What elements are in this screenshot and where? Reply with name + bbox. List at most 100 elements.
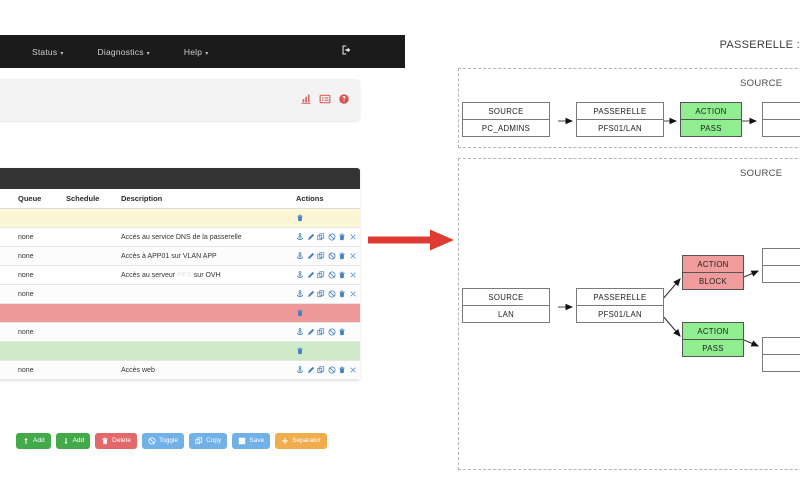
arrow-down-icon[interactable] <box>62 437 70 445</box>
trash-icon[interactable] <box>338 328 346 336</box>
copy-icon[interactable] <box>317 252 325 260</box>
anchor-icon[interactable] <box>296 290 304 298</box>
pencil-icon[interactable] <box>307 252 315 260</box>
trash-icon[interactable] <box>296 214 304 222</box>
toggle-button[interactable]: Toggle <box>141 433 185 449</box>
add-button[interactable]: Add <box>16 433 51 449</box>
nav-item-diagnostics[interactable]: Diagnostics▾ <box>92 47 156 57</box>
delete-separator-icon[interactable] <box>296 214 360 222</box>
delete-separator-icon[interactable] <box>296 309 360 317</box>
anchor-icon[interactable] <box>296 328 304 336</box>
x-icon[interactable] <box>349 271 357 279</box>
table-row[interactable]: none <box>0 284 360 304</box>
x-icon[interactable] <box>349 290 357 298</box>
cell-actions <box>294 360 360 380</box>
separator-row[interactable] <box>0 208 360 228</box>
anchor-icon[interactable] <box>296 271 304 279</box>
trash-icon[interactable] <box>296 347 304 355</box>
ban-icon[interactable] <box>328 328 336 336</box>
trash-icon[interactable] <box>338 290 346 298</box>
cell-gateway <box>0 322 16 342</box>
delete-button[interactable]: Delete <box>95 433 137 449</box>
button-label: Add <box>33 436 45 444</box>
anchor-icon[interactable] <box>296 233 304 241</box>
cell-actions <box>294 246 360 266</box>
row-action-icons <box>296 252 360 260</box>
trash-icon[interactable] <box>101 437 109 445</box>
button-label: Toggle <box>158 436 179 444</box>
diagram-node-source-lan: SOURCE LAN <box>462 288 550 323</box>
copy-icon[interactable] <box>317 271 325 279</box>
anchor-icon[interactable] <box>296 252 304 260</box>
trash-icon[interactable] <box>338 252 346 260</box>
save-button[interactable]: Save <box>232 433 271 449</box>
nav-item-status[interactable]: Status▾ <box>26 47 70 57</box>
ban-icon[interactable] <box>328 233 336 241</box>
trash-icon[interactable] <box>296 309 304 317</box>
copy-icon[interactable] <box>317 233 325 241</box>
node-label-top: ACTION <box>681 103 741 120</box>
trash-icon[interactable] <box>338 366 346 374</box>
pencil-icon[interactable] <box>307 328 315 336</box>
nav-item-help[interactable]: Help▾ <box>178 47 215 57</box>
column-header-description: Description <box>119 189 294 209</box>
cell-description: Accès à APP01 sur VLAN APP <box>119 246 294 266</box>
cell-schedule <box>64 208 119 228</box>
help-circle-icon[interactable] <box>338 92 350 104</box>
diagram-group-2 <box>458 158 800 470</box>
copy-icon[interactable] <box>317 290 325 298</box>
cell-queue <box>16 341 64 361</box>
cell-schedule <box>64 246 119 266</box>
stats-icon[interactable] <box>300 92 312 104</box>
separator-row[interactable] <box>0 341 360 361</box>
ban-icon[interactable] <box>328 366 336 374</box>
copy-icon[interactable] <box>195 437 203 445</box>
save-icon[interactable] <box>238 437 246 445</box>
node-label-top: PASSERELLE <box>577 289 663 306</box>
copy-button[interactable]: Copy <box>189 433 228 449</box>
row-action-icons <box>296 271 360 279</box>
chevron-down-icon: ▾ <box>146 50 150 57</box>
firewall-rules-table: y Queue Schedule Description Actions non… <box>0 189 360 380</box>
cell-description <box>119 284 294 304</box>
list-icon[interactable] <box>319 92 331 104</box>
delete-separator-icon[interactable] <box>296 347 360 355</box>
trash-icon[interactable] <box>338 233 346 241</box>
table-row[interactable]: none <box>0 322 360 342</box>
trash-icon[interactable] <box>338 271 346 279</box>
anchor-icon[interactable] <box>296 366 304 374</box>
ban-icon[interactable] <box>328 271 336 279</box>
x-icon[interactable] <box>349 252 357 260</box>
node-label-bottom: LAN <box>497 309 515 319</box>
x-icon[interactable] <box>349 233 357 241</box>
ban-icon[interactable] <box>328 290 336 298</box>
x-icon[interactable] <box>349 366 357 374</box>
pencil-icon[interactable] <box>307 290 315 298</box>
separator-row[interactable] <box>0 303 360 323</box>
logout-icon[interactable] <box>341 44 353 58</box>
row-action-icons <box>296 328 360 336</box>
plus-icon[interactable] <box>281 437 289 445</box>
separator-button[interactable]: Separator <box>275 433 327 449</box>
node-label-bottom: BLOCK <box>699 276 727 286</box>
card-icon-group <box>300 92 350 104</box>
button-label: Delete <box>112 436 131 444</box>
cell-gateway <box>0 265 16 285</box>
cell-gateway <box>0 360 16 380</box>
pencil-icon[interactable] <box>307 271 315 279</box>
cell-description: Accès au service DNS de la passerelle <box>119 227 294 247</box>
arrow-up-icon[interactable] <box>22 437 30 445</box>
ban-icon[interactable] <box>328 252 336 260</box>
copy-icon[interactable] <box>317 328 325 336</box>
pencil-icon[interactable] <box>307 366 315 374</box>
pencil-icon[interactable] <box>307 233 315 241</box>
ban-icon[interactable] <box>148 437 156 445</box>
cell-actions <box>294 322 360 342</box>
copy-icon[interactable] <box>317 366 325 374</box>
add-button[interactable]: Add <box>55 433 91 449</box>
red-transition-arrow <box>368 224 456 259</box>
